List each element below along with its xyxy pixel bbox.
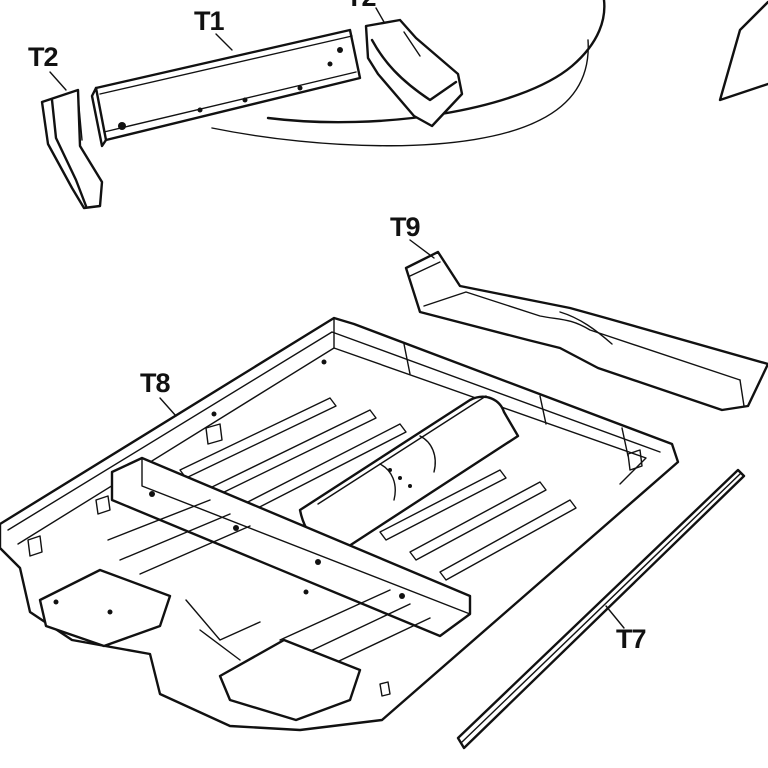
part-t7-sill-strip — [456, 468, 746, 750]
part-t9-cross-member — [404, 250, 768, 412]
leader-lines — [49, 7, 625, 629]
label-t7: T7 — [616, 624, 646, 654]
label-t2-top: T2 — [346, 0, 376, 12]
label-t9: T9 — [390, 212, 420, 242]
label-t8: T8 — [140, 368, 170, 398]
part-t2-left-piece — [40, 88, 104, 210]
part-t1-panel — [90, 28, 362, 148]
part-t8-floor-pan — [0, 316, 680, 732]
body-outline-curves — [211, 0, 768, 147]
label-t2-left: T2 — [28, 42, 58, 72]
callout-labels: T1 T2 T2 T9 T8 T7 — [28, 0, 647, 654]
part-t2-top-piece — [364, 18, 464, 128]
label-t1: T1 — [194, 6, 224, 36]
